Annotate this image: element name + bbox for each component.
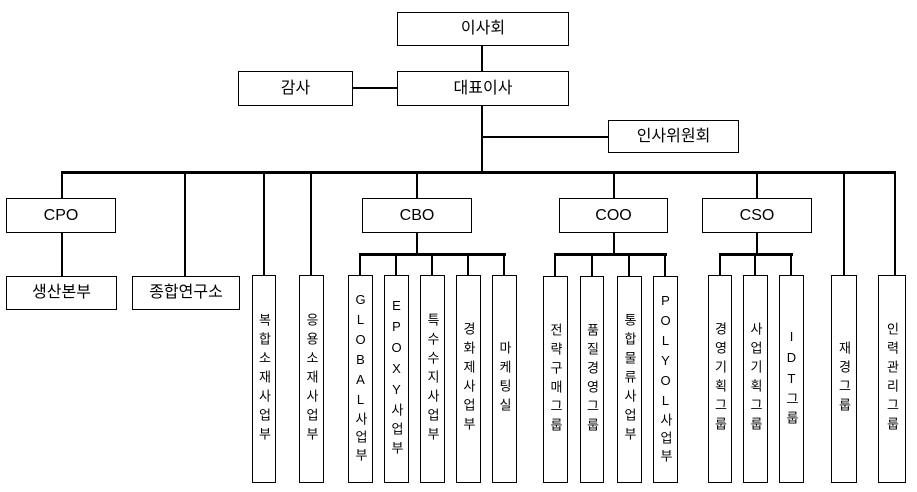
subline-coo — [554, 253, 667, 256]
node-coo-label: COO — [595, 206, 632, 224]
node-quality-management-group-label: 품질경영그룹 — [584, 322, 600, 437]
drop-hr-management-group — [894, 172, 896, 275]
node-ceo: 대표이사 — [397, 71, 569, 106]
node-applied-materials-label: 응용소재사업부 — [304, 312, 319, 446]
node-integrated-logistics-division-label: 통합물류사업부 — [622, 313, 637, 446]
node-idt-group-label: IDT그룹 — [784, 328, 799, 430]
node-hr-management-group-label: 인력관리그룹 — [884, 322, 900, 436]
node-management-planning-group: 경영기획그룹 — [708, 275, 732, 483]
drop-cso — [756, 172, 758, 198]
connector-cpo-production — [61, 233, 63, 276]
drop-coo — [613, 172, 615, 198]
node-coo: COO — [559, 198, 668, 233]
node-business-planning-group-label: 사업기획그룹 — [748, 322, 763, 436]
node-auditor-label: 감사 — [280, 79, 311, 97]
node-board-label: 이사회 — [460, 20, 506, 37]
stem-cso — [756, 233, 758, 254]
drop-hardener-division — [467, 253, 469, 275]
node-cso: CSO — [702, 198, 812, 233]
drop-research-center — [184, 172, 186, 276]
drop-business-planning — [754, 253, 756, 275]
node-epoxy-division: EPOXY사업부 — [384, 275, 409, 483]
connector-ceo-mainline — [481, 106, 483, 173]
stem-coo — [613, 233, 615, 254]
drop-strategic-purchasing — [554, 253, 556, 276]
drop-marketing-office — [503, 253, 505, 275]
connector-board-ceo — [481, 46, 483, 71]
node-marketing-office: 마케팅실 — [492, 275, 517, 483]
node-quality-management-group: 품질경영그룹 — [580, 276, 604, 483]
node-hr-committee: 인사위원회 — [608, 120, 739, 153]
node-hr-committee-label: 인사위원회 — [636, 127, 711, 145]
drop-applied-materials — [310, 172, 312, 275]
main-horizontal-line — [61, 171, 896, 174]
node-cbo-label: CBO — [399, 206, 435, 224]
drop-integrated-logistics — [628, 253, 630, 276]
node-cpo-label: CPO — [43, 206, 79, 224]
node-business-planning-group: 사업기획그룹 — [743, 275, 768, 483]
drop-global-division — [359, 253, 361, 275]
node-polyol-division-label: POLYOL사업부 — [658, 292, 673, 467]
node-hardener-division-label: 경화제사업부 — [461, 322, 476, 436]
drop-special-resin-division — [431, 253, 433, 275]
connector-ceo-hr-committee — [482, 136, 608, 138]
node-global-division: GLOBAL사업부 — [348, 275, 373, 483]
drop-composite-materials — [263, 172, 265, 275]
node-idt-group: IDT그룹 — [779, 275, 804, 483]
node-integrated-logistics-division: 통합물류사업부 — [617, 276, 642, 483]
node-marketing-office-label: 마케팅실 — [497, 341, 512, 417]
node-ceo-label: 대표이사 — [453, 79, 513, 97]
node-epoxy-division-label: EPOXY사업부 — [389, 298, 404, 460]
drop-cbo — [416, 172, 418, 198]
node-cpo: CPO — [6, 198, 116, 233]
drop-epoxy-division — [395, 253, 397, 275]
node-hardener-division: 경화제사업부 — [456, 275, 481, 483]
node-cbo: CBO — [362, 198, 472, 233]
node-polyol-division: POLYOL사업부 — [653, 276, 678, 483]
node-strategic-purchasing-group-label: 전략구매그룹 — [548, 322, 563, 437]
node-composite-materials: 복합소재사업부 — [252, 275, 276, 483]
node-global-division-label: GLOBAL사업부 — [353, 292, 368, 466]
node-production-hq: 생산본부 — [6, 276, 117, 310]
drop-finance-group — [843, 172, 845, 275]
node-production-hq-label: 생산본부 — [32, 284, 91, 301]
node-finance-group-label: 재경그룹 — [836, 341, 852, 417]
node-board: 이사회 — [397, 12, 569, 46]
node-auditor: 감사 — [238, 71, 353, 106]
node-research-center-label: 종합연구소 — [149, 284, 223, 301]
stem-cbo — [416, 233, 418, 254]
node-applied-materials: 응용소재사업부 — [299, 275, 324, 483]
subline-cso — [719, 253, 793, 256]
node-strategic-purchasing-group: 전략구매그룹 — [543, 276, 568, 483]
drop-quality-management — [591, 253, 593, 276]
drop-management-planning — [719, 253, 721, 275]
node-cso-label: CSO — [739, 206, 775, 224]
drop-idt-group — [790, 253, 792, 275]
connector-auditor-ceo — [353, 87, 397, 89]
node-composite-materials-label: 복합소재사업부 — [256, 312, 272, 446]
node-special-resin-division: 특수수지사업부 — [420, 275, 445, 483]
node-special-resin-division-label: 특수수지사업부 — [425, 312, 440, 446]
drop-polyol-division — [664, 253, 666, 276]
node-management-planning-group-label: 경영기획그룹 — [712, 322, 728, 436]
drop-cpo — [61, 172, 63, 198]
node-hr-management-group: 인력관리그룹 — [878, 275, 906, 483]
node-finance-group: 재경그룹 — [831, 275, 857, 483]
node-research-center: 종합연구소 — [132, 276, 240, 310]
